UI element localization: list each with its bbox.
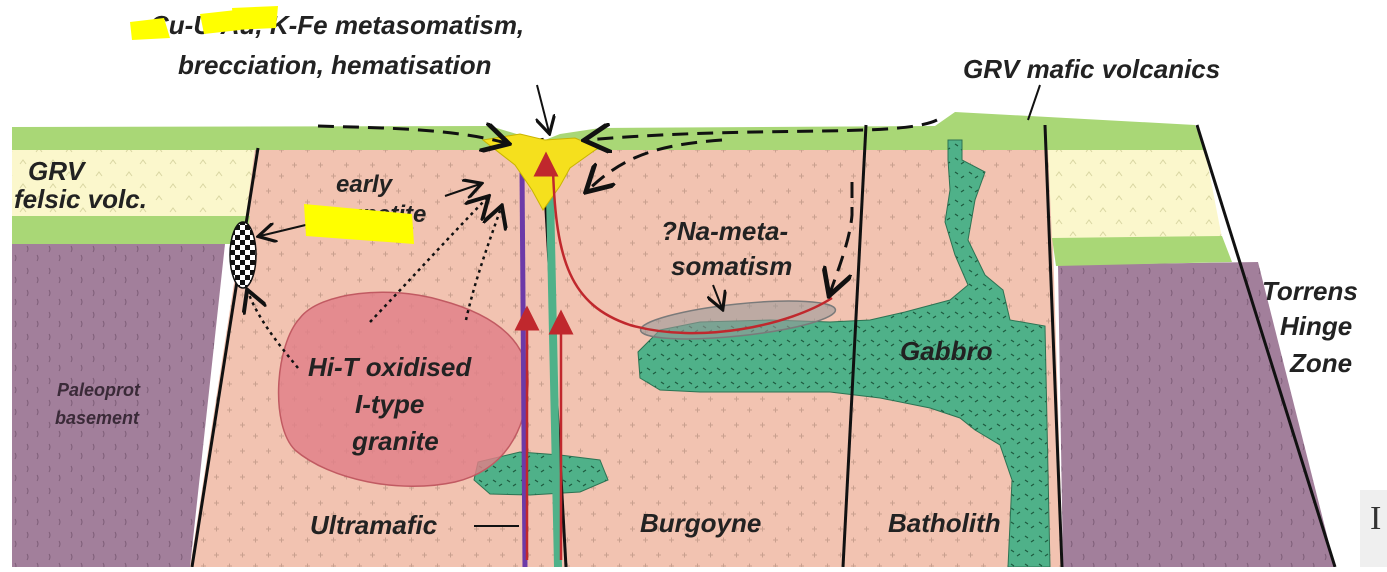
torrens-label-2: Hinge: [1280, 311, 1352, 341]
torrens-label-1: Torrens: [1262, 276, 1358, 306]
granite-label-3: granite: [351, 426, 439, 456]
granite-label-1: Hi-T oxidised: [308, 352, 472, 382]
grv-felsic-volcanics-right: [1048, 150, 1222, 238]
ultramafic-dyke: [522, 168, 525, 567]
top-label-line2: brecciation, hematisation: [178, 50, 492, 80]
grv-mafic-label: GRV mafic volcanics: [963, 54, 1220, 84]
pointer-mafic: [1028, 85, 1040, 120]
grv-mafic-volcanics-right-band: [1052, 236, 1232, 266]
burgoyne-label: Burgoyne: [640, 508, 761, 538]
grv-felsic-label-1: GRV: [28, 156, 87, 186]
grv-felsic-label-2: felsic volc.: [14, 184, 147, 214]
breccia-body: [230, 222, 256, 288]
paleoprot-label-2: basement: [55, 408, 140, 428]
corner-text: I: [1370, 500, 1381, 538]
redaction-mark-top-3: [232, 6, 278, 30]
pointer-top-label: [537, 85, 549, 132]
early-label: early: [336, 171, 394, 198]
na-meta-label-1: ?Na-meta-: [661, 216, 788, 246]
torrens-label-3: Zone: [1289, 348, 1352, 378]
grv-mafic-volcanics-top: [12, 112, 1205, 150]
gabbro-label: Gabbro: [900, 336, 993, 366]
redaction-mark-top: [130, 18, 170, 40]
na-meta-label-2: somatism: [671, 251, 792, 281]
grv-mafic-volcanics-left-band: [12, 216, 250, 244]
paleoprot-basement-left: [12, 244, 225, 567]
basement-right: [1058, 262, 1335, 567]
corner-panel: I: [1360, 490, 1387, 567]
ultramafic-label: Ultramafic: [310, 510, 438, 540]
granite-label-2: I-type: [355, 389, 424, 419]
paleoprot-label-1: Paleoprot: [57, 380, 141, 400]
batholith-label: Batholith: [888, 508, 1001, 538]
